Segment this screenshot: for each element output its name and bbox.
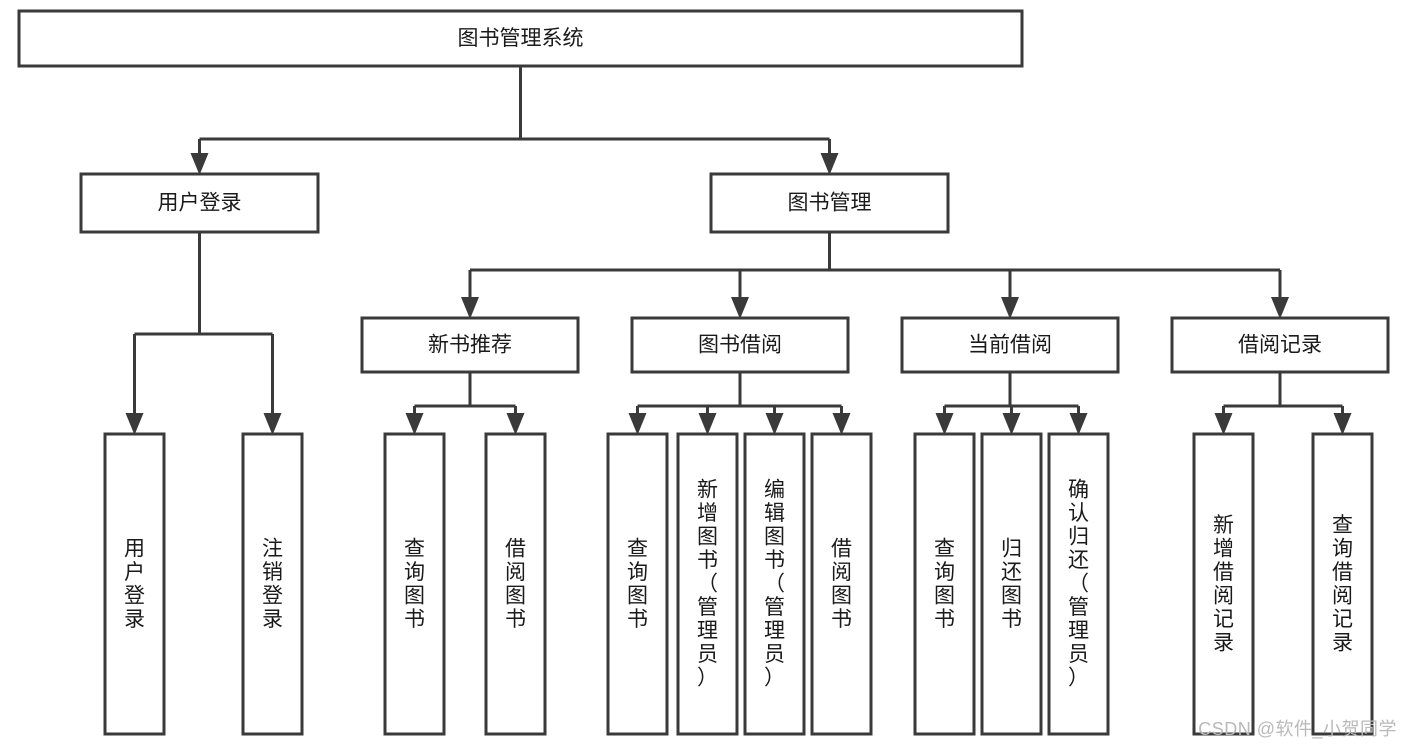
arrow-head (628, 413, 647, 435)
arrow-head (820, 153, 839, 175)
node-label: 借阅记录 (1238, 334, 1322, 357)
arrow-head (125, 413, 144, 435)
node-label: 编辑图书（管理员） (764, 479, 785, 690)
node-box[interactable] (1311, 432, 1374, 736)
node-n-user-login[interactable]: 用户登录 (79, 172, 320, 234)
arrow-head (731, 297, 749, 319)
node-l-borrow-book-2[interactable]: 借阅图书 (810, 432, 873, 736)
node-l-return-book[interactable]: 归还图书 (980, 432, 1043, 736)
node-label: 用户登录 (124, 537, 145, 631)
node-label: 新增借阅记录 (1213, 514, 1234, 655)
node-box[interactable] (810, 432, 873, 736)
node-box[interactable] (743, 432, 806, 736)
node-label: 确认归还（管理员） (1068, 479, 1089, 690)
node-label: 当前借阅 (968, 334, 1052, 357)
arrow-head (1001, 297, 1019, 319)
arrow-head (506, 413, 525, 435)
node-label: 新书推荐 (428, 334, 512, 357)
node-label: 注销登录 (262, 537, 283, 631)
arrow-head (461, 297, 479, 319)
node-box[interactable] (606, 432, 669, 736)
node-label: 新增图书（管理员） (697, 479, 718, 690)
node-label: 图书借阅 (698, 334, 782, 357)
node-n-borrow[interactable]: 图书借阅 (630, 316, 850, 374)
connector-layer (125, 66, 1352, 435)
node-label: 借阅图书 (505, 537, 526, 631)
node-label: 借阅图书 (831, 537, 852, 631)
node-l-edit-book[interactable]: 编辑图书（管理员） (743, 432, 806, 736)
arrow-head (1069, 413, 1088, 435)
node-n-current[interactable]: 当前借阅 (900, 316, 1120, 374)
node-box[interactable] (900, 316, 1120, 374)
node-label: 查询借阅记录 (1332, 514, 1353, 655)
arrow-head (832, 413, 851, 435)
node-n-records[interactable]: 借阅记录 (1170, 316, 1390, 374)
node-box[interactable] (676, 432, 739, 736)
node-box[interactable] (241, 432, 304, 736)
node-l-confirm-return[interactable]: 确认归还（管理员） (1047, 432, 1110, 736)
node-box[interactable] (1170, 316, 1390, 374)
node-l-query-book-3[interactable]: 查询图书 (913, 432, 976, 736)
node-l-add-record[interactable]: 新增借阅记录 (1192, 432, 1255, 736)
node-l-add-book[interactable]: 新增图书（管理员） (676, 432, 739, 736)
node-n-book-mgmt[interactable]: 图书管理 (709, 172, 950, 234)
node-label: 查询图书 (627, 537, 648, 631)
node-label: 归还图书 (1001, 537, 1022, 631)
arrow-head (405, 413, 424, 435)
node-box[interactable] (1192, 432, 1255, 736)
arrow-head (1271, 297, 1289, 319)
node-label: 图书管理系统 (458, 27, 584, 50)
node-label: 用户登录 (158, 192, 242, 215)
node-box[interactable] (913, 432, 976, 736)
node-layer: 图书管理系统用户登录图书管理新书推荐图书借阅当前借阅借阅记录用户登录注销登录查询… (17, 9, 1390, 736)
node-label: 查询图书 (404, 537, 425, 631)
node-box[interactable] (17, 9, 1024, 68)
arrow-head (698, 413, 717, 435)
arrow-head (765, 413, 784, 435)
node-box[interactable] (709, 172, 950, 234)
arrow-head (935, 413, 954, 435)
arrow-head (1333, 413, 1352, 435)
node-l-query-book-1[interactable]: 查询图书 (383, 432, 446, 736)
node-label: 图书管理 (788, 192, 872, 215)
arrow-head (1214, 413, 1233, 435)
node-box[interactable] (980, 432, 1043, 736)
node-box[interactable] (360, 316, 580, 374)
node-l-query-record[interactable]: 查询借阅记录 (1311, 432, 1374, 736)
node-l-query-book-2[interactable]: 查询图书 (606, 432, 669, 736)
node-box[interactable] (103, 432, 166, 736)
node-l-borrow-book-1[interactable]: 借阅图书 (484, 432, 547, 736)
arrow-head (263, 413, 282, 435)
node-box[interactable] (1047, 432, 1110, 736)
node-box[interactable] (383, 432, 446, 736)
node-l-logout[interactable]: 注销登录 (241, 432, 304, 736)
node-root[interactable]: 图书管理系统 (17, 9, 1024, 68)
node-l-user-login[interactable]: 用户登录 (103, 432, 166, 736)
watermark-text: CSDN @软件_小贺同学 (1198, 719, 1397, 739)
node-box[interactable] (484, 432, 547, 736)
node-box[interactable] (79, 172, 320, 234)
node-n-new-rec[interactable]: 新书推荐 (360, 316, 580, 374)
arrow-head (1002, 413, 1021, 435)
node-label: 查询图书 (934, 537, 955, 631)
node-box[interactable] (630, 316, 850, 374)
arrow-head (190, 153, 209, 175)
